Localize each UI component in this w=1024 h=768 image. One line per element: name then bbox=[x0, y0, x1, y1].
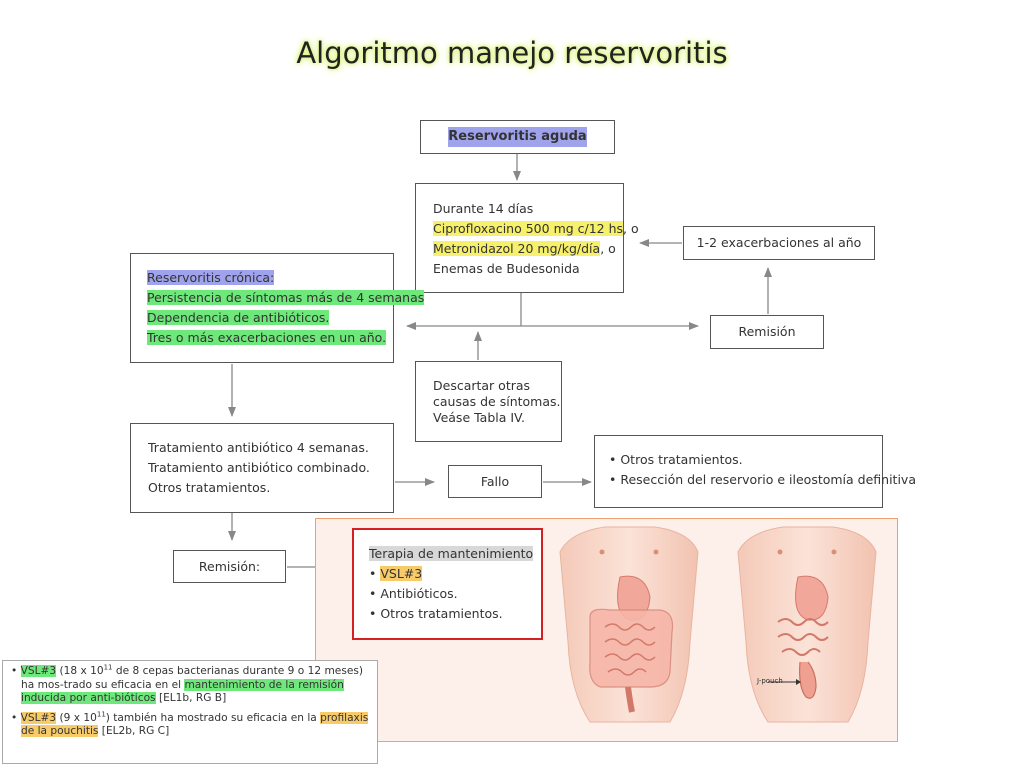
chronic-box: Reservoritis crónica: Persistencia de sí… bbox=[130, 253, 425, 363]
treatment-budesonida: Enemas de Budesonida bbox=[433, 261, 580, 276]
remission-left-box: Remisión: bbox=[173, 550, 286, 583]
discard-box: Descartar otras causas de síntomas. Veás… bbox=[415, 361, 562, 442]
chronic-heading: Reservoritis crónica: bbox=[147, 270, 275, 285]
remission-right-box: Remisión bbox=[710, 315, 824, 349]
chronic-item: Persistencia de síntomas más de 4 semana… bbox=[147, 290, 425, 305]
treatment-duration: Durante 14 días bbox=[433, 201, 534, 216]
chronic-item: Dependencia de antibióticos. bbox=[147, 310, 330, 325]
failure-label: Fallo bbox=[480, 473, 510, 489]
remission-right-label: Remisión bbox=[738, 324, 796, 339]
acute-box: Reservoritis aguda bbox=[420, 120, 615, 154]
discard-line: Veáse Tabla IV. bbox=[433, 410, 525, 425]
torso-colon-icon bbox=[559, 526, 699, 723]
other-item: • Otros tratamientos. bbox=[609, 452, 743, 467]
treatment-metronidazol: Metronidazol 20 mg/kg/día, o bbox=[433, 241, 616, 256]
treatment-box: Durante 14 días Ciprofloxacino 500 mg c/… bbox=[415, 183, 639, 293]
maintenance-heading: Terapia de mantenimiento bbox=[369, 546, 534, 561]
exacerbations-box: 1-2 exacerbaciones al año bbox=[683, 226, 875, 260]
note-paragraph-1: • VSL#3 (18 x 1011 de 8 cepas bacteriana… bbox=[11, 663, 364, 704]
maintenance-item-vsl: • VSL#3 bbox=[369, 566, 423, 581]
discard-line: Descartar otras bbox=[433, 378, 531, 393]
note-paragraph-2: • VSL#3 (9 x 1011) también ha mostrado s… bbox=[11, 709, 369, 737]
maintenance-item: • Antibióticos. bbox=[369, 586, 458, 601]
anatomy-illustration bbox=[559, 526, 877, 723]
maintenance-item: • Otros tratamientos. bbox=[369, 606, 503, 621]
page-title: Algoritmo manejo reservoritis bbox=[296, 36, 728, 70]
exacerbations-label: 1-2 exacerbaciones al año bbox=[696, 235, 862, 250]
maintenance-box: Terapia de mantenimiento • VSL#3 • Antib… bbox=[352, 528, 543, 640]
chronic-item: Tres o más exacerbaciones en un año. bbox=[147, 330, 387, 345]
failure-box: Fallo bbox=[448, 465, 542, 498]
remission-left-label: Remisión: bbox=[198, 558, 261, 574]
jpouch-label: J-pouch bbox=[757, 677, 783, 685]
other-treatments-box: • Otros tratamientos. • Resección del re… bbox=[594, 435, 916, 508]
antibiotic-item: Tratamiento antibiótico combinado. bbox=[148, 460, 370, 475]
torso-jpouch-icon bbox=[737, 526, 877, 723]
antibiotic-box: Tratamiento antibiótico 4 semanas. Trata… bbox=[130, 423, 394, 513]
discard-line: causas de síntomas. bbox=[433, 394, 561, 409]
evidence-note: • VSL#3 (18 x 1011 de 8 cepas bacteriana… bbox=[2, 660, 378, 764]
treatment-ciprofloxacino: Ciprofloxacino 500 mg c/12 hs, o bbox=[433, 221, 639, 236]
antibiotic-item: Otros tratamientos. bbox=[148, 480, 271, 495]
acute-label: Reservoritis aguda bbox=[448, 127, 587, 147]
antibiotic-item: Tratamiento antibiótico 4 semanas. bbox=[148, 440, 369, 455]
other-item: • Resección del reservorio e ileostomía … bbox=[609, 472, 916, 487]
